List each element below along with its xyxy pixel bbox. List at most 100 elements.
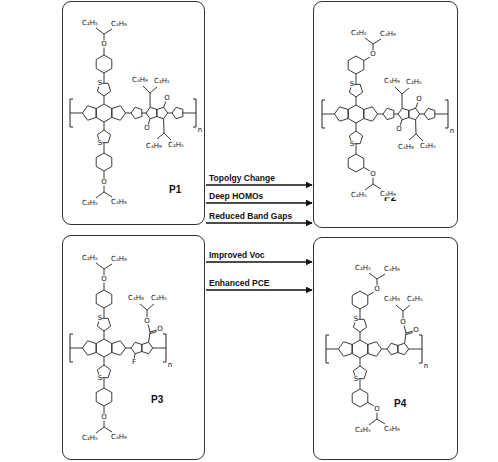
bond-line bbox=[104, 122, 105, 130]
ring bbox=[348, 105, 364, 123]
bond-line bbox=[377, 413, 378, 420]
atom-label: C₂H₅ bbox=[406, 79, 423, 86]
ring bbox=[348, 56, 364, 74]
ring bbox=[368, 342, 382, 356]
atom-label: C₄H₉ bbox=[384, 426, 401, 433]
bond-line bbox=[163, 119, 164, 133]
atom-label: S bbox=[97, 374, 102, 381]
bond-line bbox=[104, 96, 105, 104]
atom-label: C₄H₉ bbox=[380, 191, 397, 198]
bond-line bbox=[409, 134, 416, 140]
atom-label: C₂H₅ bbox=[407, 296, 424, 303]
repeat-bracket bbox=[445, 100, 448, 128]
arrow-label: Improved Voc bbox=[208, 251, 266, 260]
atom-label: C₄H₉ bbox=[111, 21, 128, 28]
atom-label: O bbox=[101, 276, 108, 283]
bond-line bbox=[183, 113, 196, 114]
bond-line bbox=[394, 114, 398, 115]
bond-line bbox=[396, 305, 403, 311]
ring bbox=[387, 343, 398, 354]
bond-line bbox=[149, 332, 150, 342]
atom-label: S bbox=[349, 81, 354, 88]
bond-line bbox=[104, 331, 105, 339]
atom-label: C₂H₅ bbox=[351, 30, 368, 37]
arrow-connector bbox=[206, 222, 312, 224]
ring bbox=[424, 108, 435, 119]
bond-line bbox=[326, 349, 338, 350]
bond-line bbox=[70, 348, 82, 349]
bond-line bbox=[373, 39, 381, 44]
atom-label: C₂H₅ bbox=[82, 255, 99, 262]
ring bbox=[112, 106, 126, 120]
atom-label: C₂H₅ bbox=[351, 192, 368, 199]
ring bbox=[96, 55, 112, 73]
bond-line bbox=[382, 349, 387, 350]
bond-line bbox=[360, 332, 361, 340]
repeat-bracket bbox=[322, 100, 325, 128]
bond-line bbox=[168, 113, 172, 114]
atom-label: n bbox=[197, 127, 202, 134]
bond-line bbox=[104, 421, 105, 428]
bond-line bbox=[356, 74, 357, 84]
ring bbox=[398, 108, 409, 119]
bond-line bbox=[365, 184, 373, 190]
atom-label: S bbox=[353, 316, 358, 323]
bond-line bbox=[150, 93, 151, 107]
arrow-connector bbox=[206, 184, 312, 186]
atom-label: S bbox=[97, 139, 102, 146]
atom-label: O bbox=[370, 171, 377, 178]
ring bbox=[352, 389, 368, 407]
atom-label: O bbox=[413, 327, 420, 334]
bond-line bbox=[147, 304, 154, 310]
ring bbox=[142, 342, 153, 353]
bond-line bbox=[322, 114, 334, 115]
ring bbox=[82, 106, 96, 120]
repeat-bracket bbox=[70, 334, 73, 362]
atom-label: C₂H₅ bbox=[82, 200, 99, 207]
bond-line bbox=[356, 144, 357, 154]
atom-label: C₄H₉ bbox=[384, 266, 401, 273]
bond-line bbox=[104, 47, 105, 55]
ring bbox=[96, 290, 112, 308]
bond-line bbox=[96, 28, 104, 34]
bond-line bbox=[369, 419, 377, 425]
atom-label: C₄H₉ bbox=[146, 143, 163, 150]
polymer-panel: P1 bbox=[62, 1, 205, 225]
bond-line bbox=[104, 264, 112, 269]
ring bbox=[352, 291, 368, 309]
bond-line bbox=[147, 310, 148, 318]
bond-line bbox=[416, 102, 418, 108]
atom-label: O bbox=[144, 318, 151, 325]
arrow-label: Topolgy Change bbox=[208, 174, 276, 183]
bond-line bbox=[368, 292, 374, 296]
atom-label: O bbox=[101, 41, 108, 48]
atom-label: S bbox=[97, 315, 102, 322]
repeat-bracket bbox=[70, 99, 73, 127]
polymer-name: P1 bbox=[169, 184, 181, 195]
atom-label: n bbox=[167, 362, 172, 369]
bond-line bbox=[96, 427, 104, 433]
atom-label: O bbox=[164, 95, 171, 102]
bond-line bbox=[403, 311, 404, 319]
bond-line bbox=[377, 274, 385, 279]
bond-line bbox=[402, 94, 403, 108]
bond-line bbox=[96, 192, 104, 198]
bond-line bbox=[157, 133, 164, 139]
bond-line bbox=[409, 349, 422, 350]
bond-line bbox=[126, 113, 131, 114]
bond-line bbox=[104, 357, 105, 365]
bond-line bbox=[104, 73, 105, 83]
atom-label: n bbox=[423, 363, 428, 370]
arrow-connector bbox=[206, 202, 312, 204]
atom-label: n bbox=[449, 128, 454, 135]
bond-line bbox=[356, 123, 357, 131]
arrow-label: Reduced Band Gaps bbox=[208, 212, 293, 221]
bond-line bbox=[416, 134, 423, 141]
atom-label: C₂H₅ bbox=[355, 265, 372, 272]
arrow-connector bbox=[206, 261, 312, 263]
atom-label: C₂H₅ bbox=[82, 20, 99, 27]
atom-label: O bbox=[157, 326, 164, 333]
bond-line bbox=[164, 101, 166, 107]
atom-label: C₄H₉ bbox=[132, 77, 149, 84]
